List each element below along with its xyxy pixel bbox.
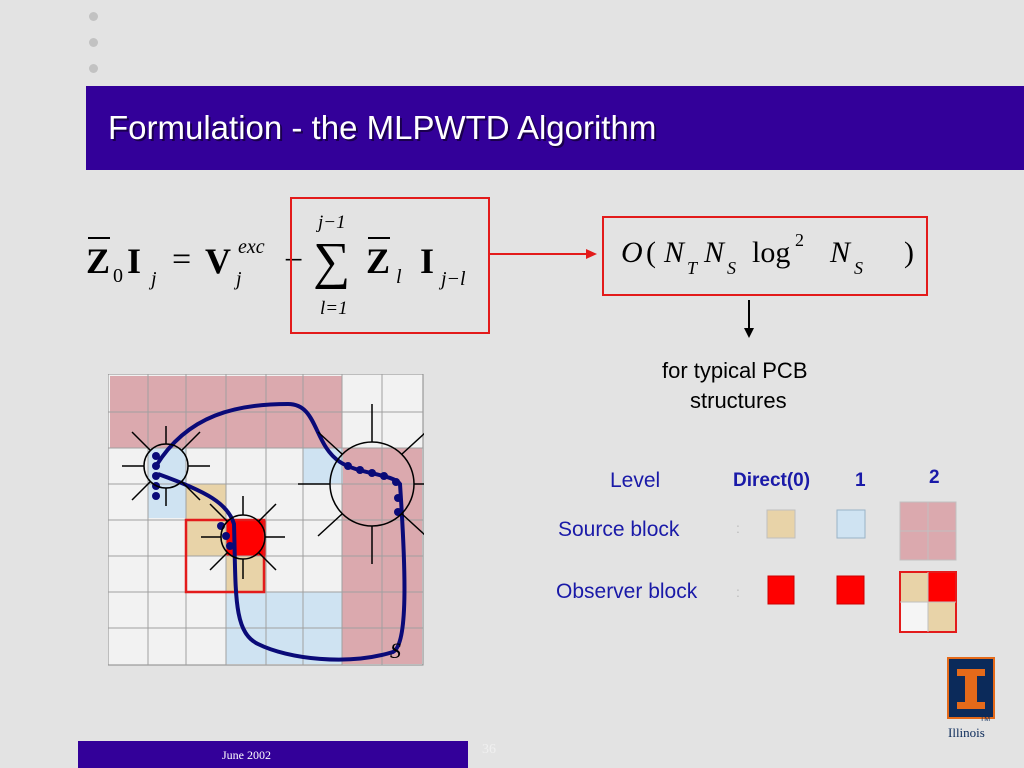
eq-equals: = [172,241,192,278]
legend-col-direct: Direct(0) [733,470,811,491]
eq-sum-symbol: ∑ [313,233,351,290]
cx-n1: N [664,236,685,269]
legend-source-sep: : [736,520,740,536]
slide-title: Formulation - the MLPWTD Algorithm [108,109,657,146]
eq-lhs-z: Z [86,241,111,281]
complexity-note-line1: for typical PCB [662,358,808,383]
eq-z-sub: l [396,266,402,288]
logo-caption: Illinois [948,725,985,740]
cx-close: ) [904,236,914,269]
eq-sum-lower: l=1 [320,298,348,319]
cx-n2: N [704,236,725,269]
blue-block-2 [303,448,343,484]
multilevel-grid-figure: S [108,374,424,666]
cx-log-sup: 2 [795,230,804,250]
bullet-dot-1 [89,12,98,21]
legend-col-1: 1 [855,470,866,491]
cx-s-sub: S [727,258,736,278]
bullet-dot-3 [89,64,98,73]
summation-highlight-box [290,197,490,334]
title-bar: Formulation - the MLPWTD Algorithm [86,86,1024,170]
complexity-box [602,216,928,296]
down-arrow-head [744,328,754,338]
tan-block-3 [226,556,266,592]
eq-lhs-z-sub: 0 [113,265,123,287]
cx-log: log [752,236,791,269]
path-curve [154,401,407,662]
swatch-source-direct [766,509,796,539]
legend-swatches [766,501,957,633]
eq-v: V [205,241,231,281]
eq-v-sub: j [236,268,242,290]
cx-t-sub: T [687,258,698,278]
swatch-observer-level1 [836,575,865,605]
footer-bar: June 2002 [78,741,468,768]
cx-open: ( [646,236,656,269]
legend-source-label: Source block [558,518,680,541]
eq-lhs-i: I [127,241,142,281]
legend-level-label: Level [610,469,661,492]
cx-n3: N [830,236,851,269]
swatch-observer-level2 [899,571,957,633]
eq-i: I [420,241,435,281]
swatch-source-level1 [836,509,866,539]
illinois-i-icon [957,669,985,709]
eq-sum-upper: j−1 [318,212,346,233]
swatch-observer-direct [767,575,795,605]
eq-v-sup: exc [238,236,265,258]
page-number: 36 [482,742,496,757]
trademark-mark: TM [980,716,991,723]
legend-col-2: 2 [929,467,940,488]
illinois-logo [947,657,995,719]
radial-arrows [122,404,424,579]
swatch-source-level2 [899,501,957,561]
cx-s-sub2: S [854,258,863,278]
red-arrow-head [586,249,597,259]
z0-overbar [88,237,110,239]
legend-observer-label: Observer block [556,580,698,603]
cx-o: O [621,236,643,269]
z-overbar [368,237,390,239]
eq-lhs-i-sub: j [151,268,157,290]
eq-z: Z [366,241,391,281]
legend-observer-sep: : [736,584,740,600]
bullet-dot-2 [89,38,98,47]
eq-i-sub: j−l [441,268,466,290]
footer-date: June 2002 [222,748,271,762]
complexity-note-line2: structures [690,388,787,413]
figure-label-s: S [390,638,401,663]
eq-minus: − [284,242,304,279]
